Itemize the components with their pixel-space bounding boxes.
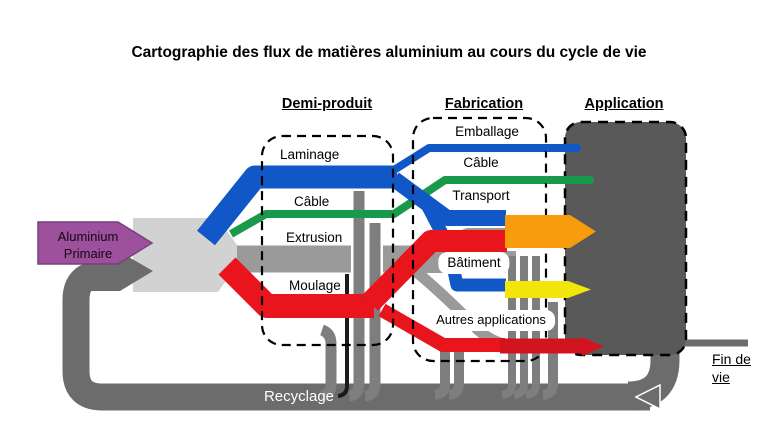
laminage-transport-flow bbox=[389, 172, 506, 226]
red-application-arrowhead bbox=[582, 337, 604, 356]
aluminium-primaire-arrow bbox=[37, 221, 154, 265]
moulage-autres-flow bbox=[378, 303, 505, 352]
fin-de-vie-line1: Fin de bbox=[712, 351, 751, 367]
label-emballage: Emballage bbox=[455, 124, 519, 139]
cable-recycle-strip bbox=[364, 223, 381, 402]
label-cable-demi: Câble bbox=[294, 194, 330, 209]
fabrication-recycle-strip-4 bbox=[513, 256, 528, 399]
stage-header-application: Application bbox=[584, 96, 664, 112]
label-extrusion: Extrusion bbox=[286, 230, 343, 245]
laminage-recycle-strip bbox=[348, 191, 365, 402]
demi-produit-box bbox=[260, 134, 395, 347]
fin-de-vie-line2: vie bbox=[712, 369, 730, 385]
aluminium-primaire-line1: Aluminium bbox=[57, 229, 119, 244]
label-fin-de-vie: Fin de vie bbox=[712, 350, 751, 386]
label-recyclage: Recyclage bbox=[263, 388, 335, 405]
yellow-application-arrow bbox=[505, 281, 591, 298]
application-box bbox=[563, 120, 688, 357]
application-outflow bbox=[627, 338, 680, 411]
moulage-transport-flow bbox=[362, 230, 507, 311]
aluminium-primaire-line2: Primaire bbox=[63, 246, 113, 261]
moulage-band bbox=[218, 257, 374, 318]
laminage-emballage-flow bbox=[391, 144, 552, 174]
recycle-merge-chevron bbox=[634, 383, 661, 411]
fabrication-recycle-strip-6 bbox=[542, 302, 558, 400]
aluminium-primaire-label: Aluminium Primaire bbox=[58, 228, 119, 262]
label-transport: Transport bbox=[452, 188, 510, 203]
recycle-strips bbox=[319, 191, 558, 402]
orange-application-arrow bbox=[505, 215, 596, 248]
moulage-recycle-strip bbox=[319, 324, 337, 402]
fabrication-recycle-strip-2 bbox=[448, 349, 464, 400]
laminage-band bbox=[197, 165, 397, 246]
fabrication-recycle-strip-5 bbox=[525, 256, 540, 399]
fabrication-recycle-strip-3 bbox=[501, 256, 516, 399]
fabrication-recycle-strip-1 bbox=[434, 349, 450, 400]
stage-header-fabrication: Fabrication bbox=[444, 96, 524, 112]
label-moulage: Moulage bbox=[289, 278, 341, 293]
label-laminage: Laminage bbox=[280, 147, 340, 162]
thin-black-recycle-strip bbox=[337, 274, 349, 398]
stage-header-demi-produit: Demi-produit bbox=[281, 96, 373, 112]
label-cable-fab: Câble bbox=[463, 155, 499, 170]
label-autres-applications: Autres applications bbox=[427, 310, 555, 331]
diagram-title: Cartographie des flux de matières alumin… bbox=[131, 44, 647, 61]
label-batiment: Bâtiment bbox=[438, 252, 510, 274]
moulage-flows bbox=[218, 230, 507, 352]
